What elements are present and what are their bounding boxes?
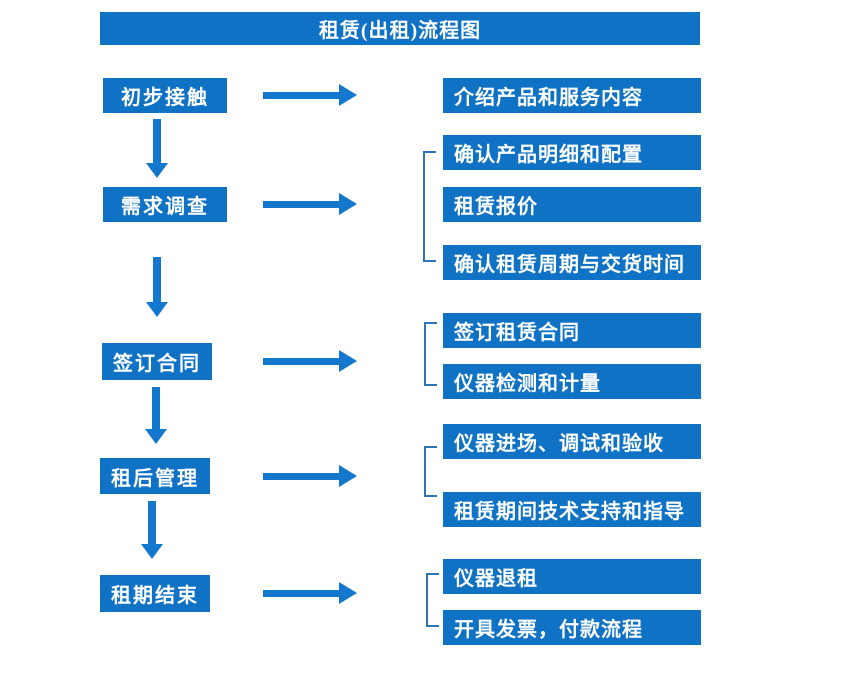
detail-box-sign-rental-contract: 签订租赁合同 <box>443 313 701 348</box>
group-bracket-sign-contract <box>424 322 437 386</box>
detail-box-instrument-testing: 仪器检测和计量 <box>443 364 701 399</box>
arrow-head <box>339 350 357 372</box>
detail-box-confirm-rental-period: 确认租赁周期与交货时间 <box>443 245 701 280</box>
arrow-shaft <box>263 589 339 597</box>
detail-box-intro-products: 介绍产品和服务内容 <box>443 78 701 113</box>
right-arrow-3 <box>263 349 357 373</box>
detail-box-instrument-return: 仪器退租 <box>443 559 701 594</box>
down-arrow-4 <box>140 501 164 559</box>
right-arrow-1 <box>263 83 357 107</box>
arrow-head <box>339 84 357 106</box>
arrow-shaft <box>263 200 339 208</box>
arrow-shaft <box>263 91 339 99</box>
arrow-head <box>146 302 168 317</box>
detail-box-confirm-product-details: 确认产品明细和配置 <box>443 135 701 170</box>
arrow-shaft <box>152 387 160 429</box>
right-arrow-4 <box>263 464 357 488</box>
step-box-demand-survey: 需求调查 <box>103 187 227 222</box>
flowchart-title: 租赁(出租)流程图 <box>318 20 482 42</box>
step-box-rental-end: 租期结束 <box>100 575 210 612</box>
arrow-shaft <box>263 472 339 480</box>
arrow-head <box>141 544 163 559</box>
group-bracket-rental-end <box>426 573 439 627</box>
down-arrow-3 <box>144 387 168 444</box>
step-box-sign-contract: 签订合同 <box>102 343 212 380</box>
title-bar: 租赁(出租)流程图 <box>100 12 700 45</box>
down-arrow-1 <box>145 119 169 178</box>
arrow-head <box>145 429 167 444</box>
arrow-shaft <box>153 119 161 163</box>
detail-box-invoice-payment: 开具发票，付款流程 <box>443 610 701 645</box>
detail-box-rental-tech-support: 租赁期间技术支持和指导 <box>443 492 701 527</box>
right-arrow-5 <box>263 581 357 605</box>
arrow-shaft <box>148 501 156 544</box>
right-arrow-2 <box>263 192 357 216</box>
detail-box-rental-quote: 租赁报价 <box>443 187 701 222</box>
arrow-head <box>339 193 357 215</box>
down-arrow-2 <box>145 257 169 317</box>
arrow-shaft <box>153 257 161 302</box>
step-box-initial-contact: 初步接触 <box>103 78 227 113</box>
step-box-post-rental-management: 租后管理 <box>100 458 210 494</box>
arrow-head <box>339 582 357 604</box>
group-bracket-demand-survey <box>423 151 436 262</box>
arrow-shaft <box>263 357 339 365</box>
arrow-head <box>339 465 357 487</box>
arrow-head <box>146 163 168 178</box>
detail-box-instrument-setup-acceptance: 仪器进场、调试和验收 <box>443 424 701 459</box>
group-bracket-post-rental <box>424 446 437 497</box>
